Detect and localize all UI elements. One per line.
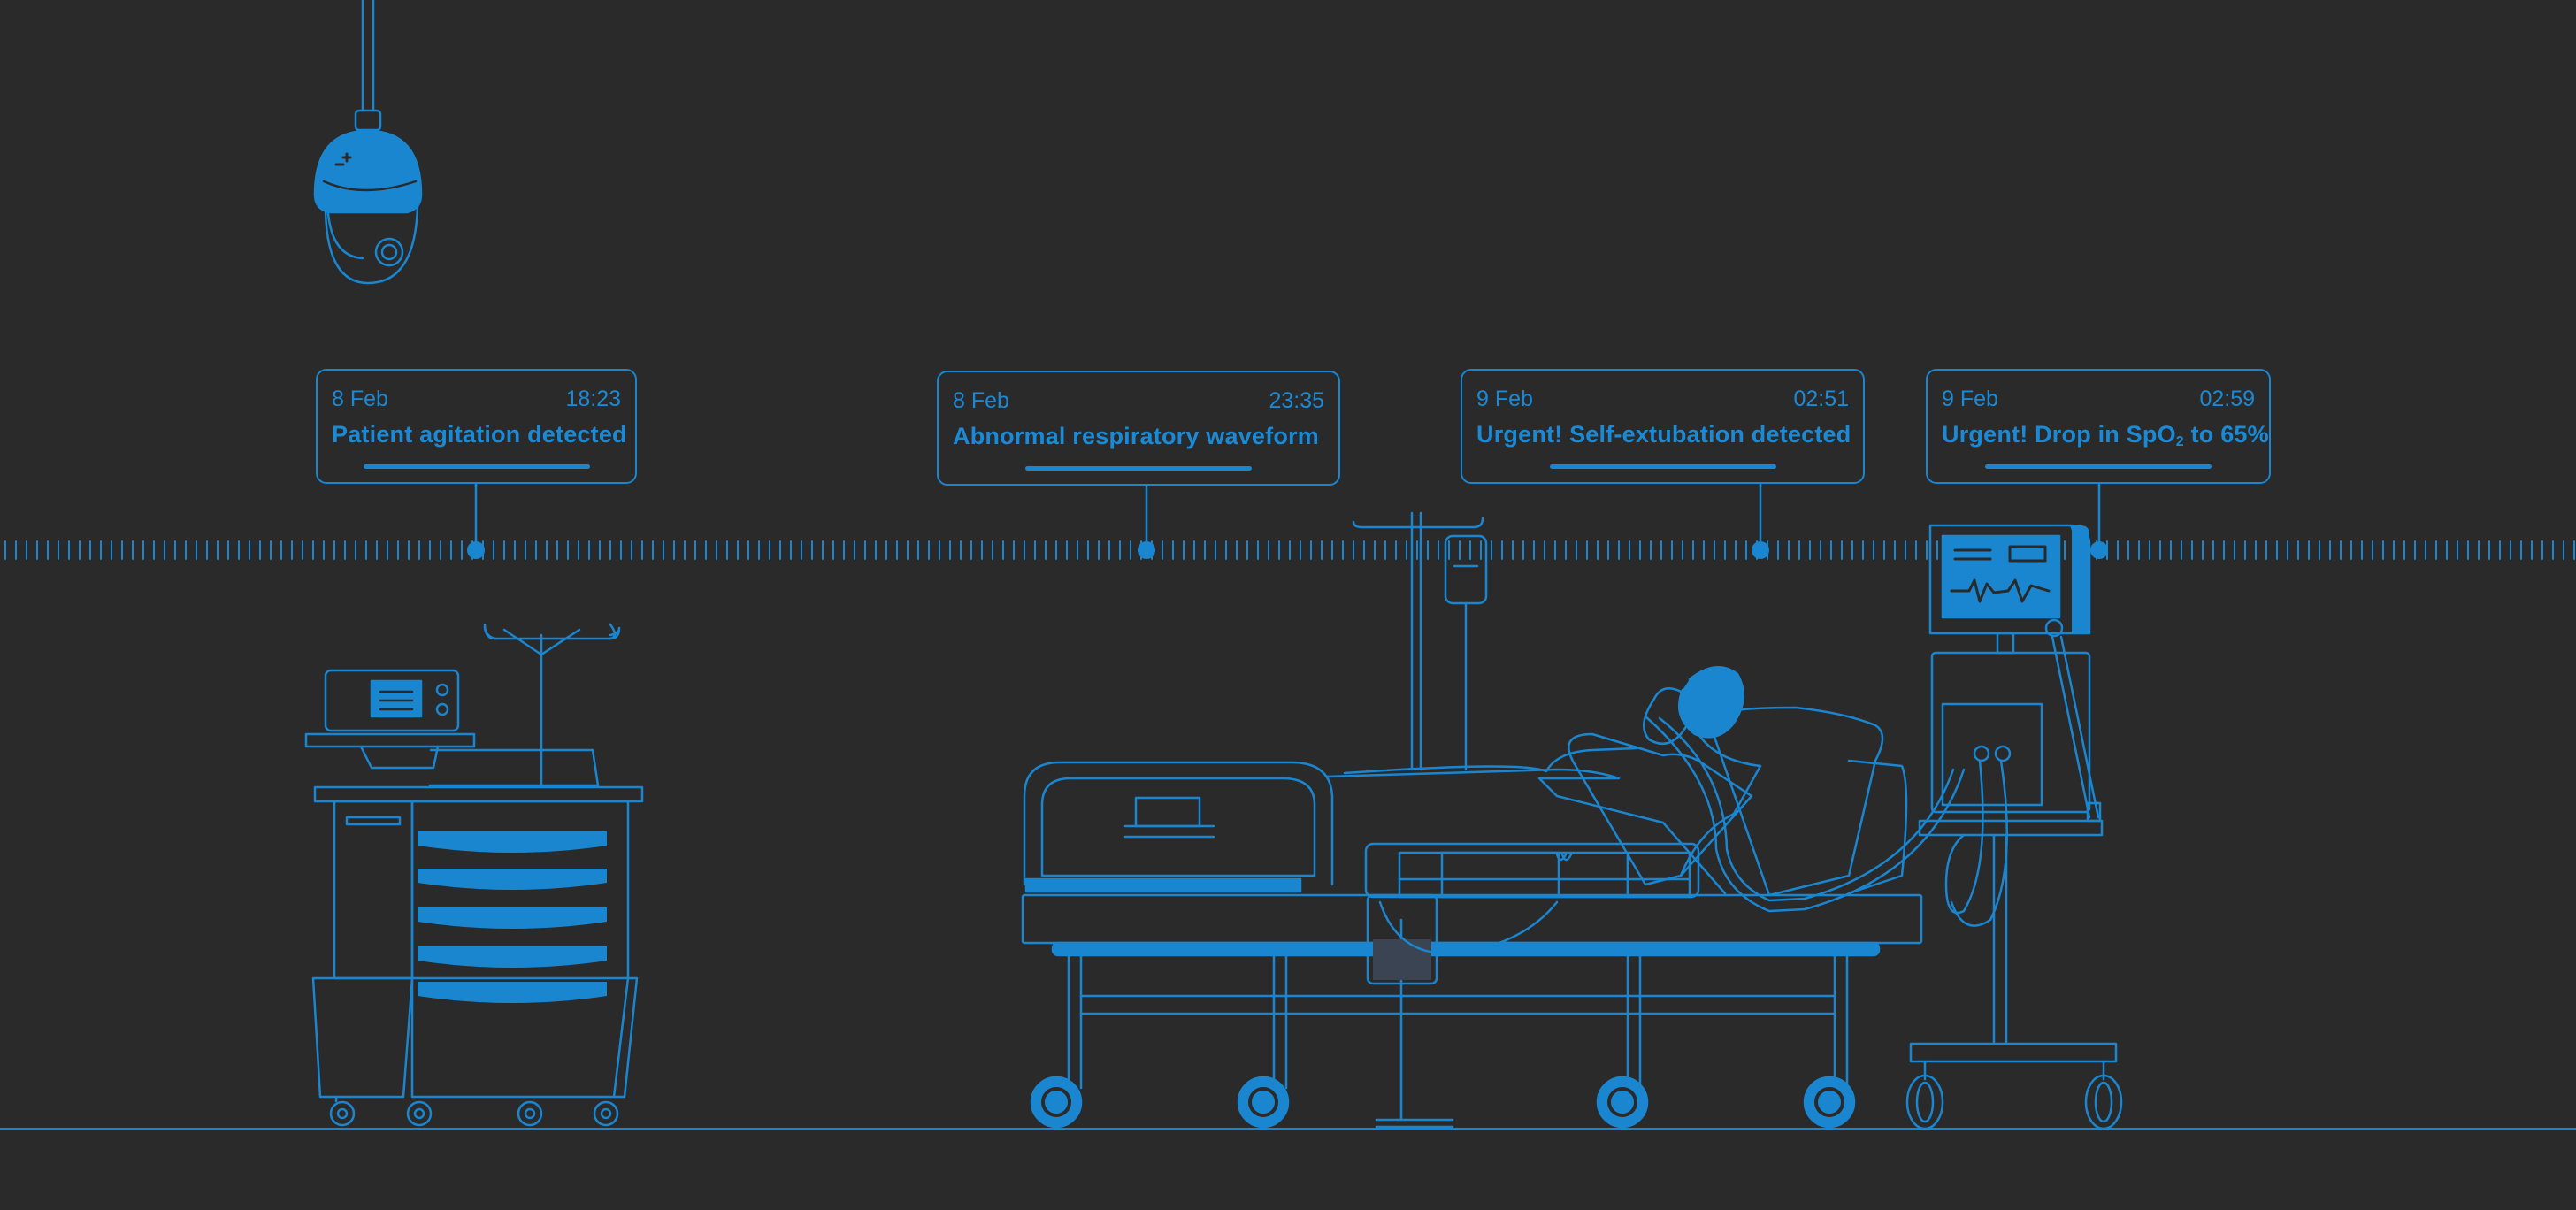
event-dot	[467, 541, 485, 559]
hospital-bed-icon	[1021, 747, 1923, 1129]
event-underline	[1025, 466, 1252, 471]
timeline-event-dots	[467, 541, 2108, 559]
event-title: Urgent! Drop in SpO2 to 65%	[1942, 421, 2269, 450]
event-card[interactable]: 8 Feb 18:23 Patient agitation detected	[316, 369, 637, 484]
timeline-connectors	[474, 482, 2101, 552]
event-date: 9 Feb	[1476, 387, 1533, 411]
event-date: 8 Feb	[332, 387, 388, 411]
event-card[interactable]: 8 Feb 23:35 Abnormal respiratory wavefor…	[937, 371, 1340, 486]
event-time: 23:35	[1269, 388, 1324, 413]
event-underline	[363, 464, 590, 469]
event-underline	[1985, 464, 2212, 469]
event-date: 9 Feb	[1942, 387, 1998, 411]
event-title-text-end: to 65%	[2183, 421, 2269, 448]
event-title: Urgent! Self-extubation detected	[1476, 421, 1852, 448]
event-dot	[2090, 541, 2108, 559]
patient-icon	[1378, 666, 1966, 955]
event-dot	[1752, 541, 1769, 559]
medical-cart-icon	[304, 623, 644, 1127]
event-underline	[1549, 464, 1776, 469]
timeline-ticks	[4, 540, 2575, 560]
event-title: Abnormal respiratory waveform	[953, 423, 1319, 449]
event-card[interactable]: 9 Feb 02:51 Urgent! Self-extubation dete…	[1460, 369, 1865, 484]
event-time: 02:51	[1793, 387, 1849, 411]
event-card[interactable]: 9 Feb 02:59 Urgent! Drop in SpO2 to 65%	[1926, 369, 2271, 484]
event-time: 18:23	[565, 387, 621, 411]
event-dot	[1138, 541, 1155, 559]
iv-pole-icon	[1352, 511, 1488, 1129]
event-time: 02:59	[2199, 387, 2255, 411]
ceiling-camera-icon	[313, 0, 423, 285]
event-date: 8 Feb	[953, 388, 1009, 413]
ventilator-icon	[1905, 524, 2123, 1130]
event-title: Patient agitation detected	[332, 421, 627, 448]
event-title-subscript: 2	[2175, 434, 2184, 449]
event-title-text: Urgent! Drop in SpO	[1942, 421, 2176, 448]
